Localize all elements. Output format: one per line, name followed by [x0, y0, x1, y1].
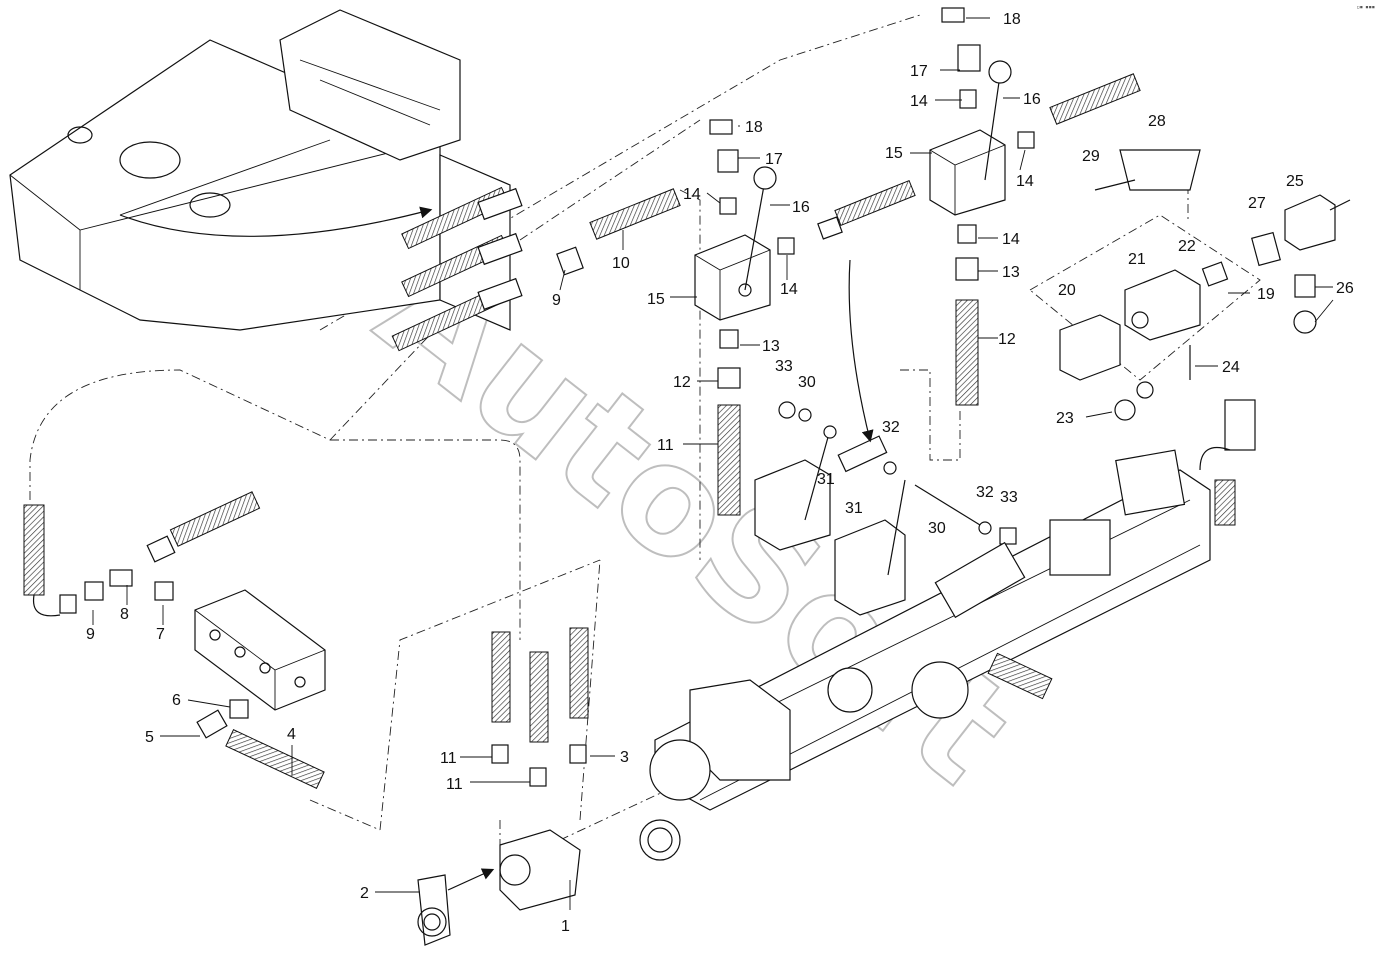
valve-manifold-plate — [391, 154, 523, 352]
callout-17-left: 17 — [765, 151, 783, 168]
callout-13-right: 13 — [1002, 264, 1020, 281]
callout-14-right-top: 14 — [910, 93, 928, 110]
elbow-fitting-18a — [709, 119, 733, 135]
callout-9-top: 9 — [552, 292, 561, 309]
lever-valve-lower — [754, 259, 1017, 616]
callout-14-left-side: 14 — [780, 281, 798, 298]
callout-11-upper: 11 — [440, 750, 457, 767]
callout-15-left: 15 — [647, 291, 665, 308]
callout-22: 22 — [1178, 238, 1196, 255]
callout-29: 29 — [1082, 148, 1100, 165]
callout-12-right: 12 — [998, 331, 1016, 348]
callout-11-lower: 11 — [446, 776, 463, 793]
callout-14-left-top: 14 — [683, 186, 701, 203]
callout-23: 23 — [1056, 410, 1074, 427]
tractor-frame — [9, 9, 461, 331]
callout-20: 20 — [1058, 282, 1076, 299]
callout-31: 31 — [845, 500, 863, 517]
callout-18-left: 18 — [745, 119, 763, 136]
callout-32-left: 30 — [798, 374, 816, 391]
callout-15-right: 15 — [885, 145, 903, 162]
callout-21: 21 — [1128, 251, 1146, 268]
callout-30: 30 — [928, 520, 946, 537]
control-valve-right — [929, 7, 1141, 406]
part-callouts: 18 17 14 16 15 14 14 13 12 18 17 14 16 1… — [86, 11, 1354, 935]
control-valve-left — [556, 119, 916, 516]
callout-14-right-low: 14 — [1002, 231, 1020, 248]
callout-10: 10 — [612, 255, 630, 272]
callout-32-right: 32 — [976, 484, 994, 501]
callout-19: 19 — [1257, 286, 1275, 303]
callout-32-mid: 31 — [817, 471, 835, 488]
callout-7: 7 — [156, 626, 165, 643]
callout-25: 25 — [1286, 173, 1304, 190]
callout-27: 27 — [1248, 195, 1266, 212]
callout-24: 24 — [1222, 359, 1240, 376]
callout-5: 5 — [145, 729, 154, 746]
callout-18-top: 18 — [1003, 11, 1021, 28]
solenoid-module — [1059, 149, 1351, 421]
callout-28: 28 — [1148, 113, 1166, 130]
callout-1: 1 — [561, 918, 570, 935]
distribution-block — [23, 491, 326, 789]
callout-16-right: 16 — [1023, 91, 1041, 108]
callout-13-left: 12 — [673, 374, 691, 391]
callout-14-right-side: 14 — [1016, 173, 1034, 190]
callout-14-left-low: 13 — [762, 338, 780, 355]
callout-9-left: 9 — [86, 626, 95, 643]
callout-17-right: 17 — [910, 63, 928, 80]
callout-6: 6 — [172, 692, 181, 709]
leader-lines — [92, 17, 1334, 910]
corner-mark: ▫▪ ▪▪▪ — [1356, 2, 1375, 12]
boom-assembly — [639, 399, 1256, 861]
callout-8: 8 — [120, 606, 129, 623]
callout-12-left: 11 — [657, 437, 674, 454]
callout-16-left: 16 — [792, 199, 810, 216]
callout-4: 4 — [287, 726, 296, 743]
callout-26: 26 — [1336, 280, 1354, 297]
callout-33-right: 33 — [1000, 489, 1018, 506]
callout-33-left: 33 — [775, 358, 793, 375]
callout-2: 2 — [360, 885, 369, 902]
callout-32-upper: 32 — [882, 419, 900, 436]
callout-3: 3 — [620, 749, 629, 766]
hydraulic-pump — [417, 627, 589, 946]
